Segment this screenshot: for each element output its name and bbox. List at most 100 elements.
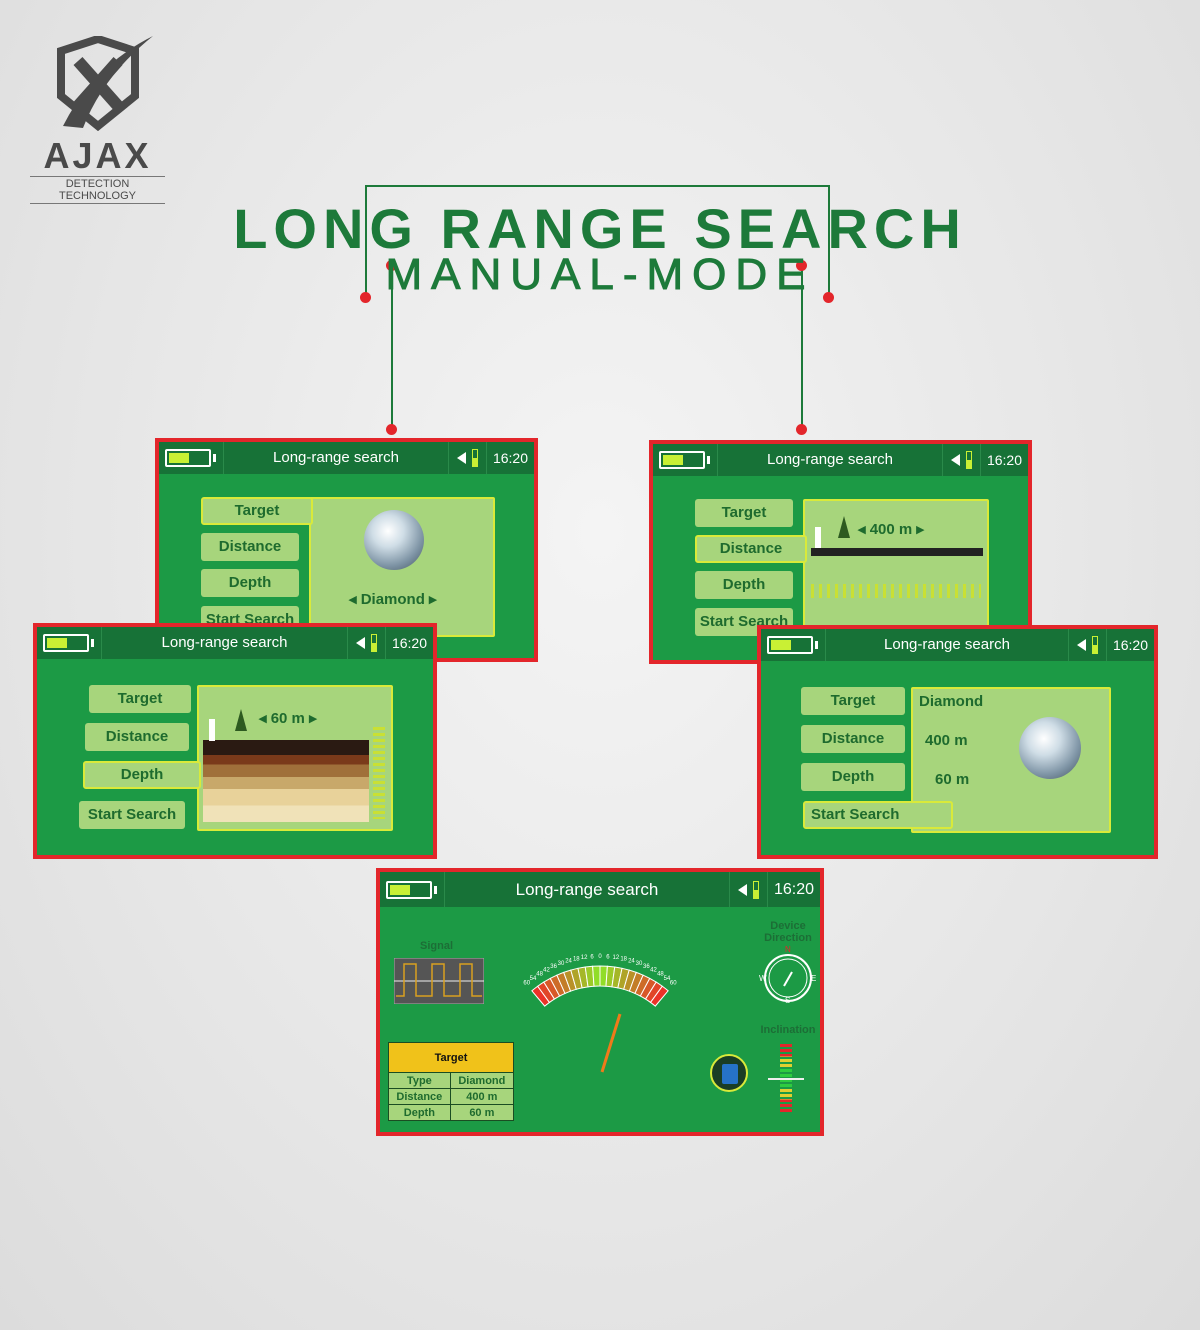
compass-s: S [785, 996, 790, 1004]
status-bar: Long-range search 16:20 [159, 442, 534, 474]
menu-target[interactable]: Target [201, 497, 313, 525]
connector-line [365, 185, 367, 295]
soil-layers [203, 740, 369, 822]
gauge-tick-label: 12 [613, 955, 620, 961]
gauge-tick-label: 42 [543, 967, 550, 973]
compass-w: W [759, 974, 767, 983]
screen-title: Long-range search [444, 872, 730, 907]
menu-depth[interactable]: Depth [83, 761, 201, 789]
table-header: Target [388, 1042, 514, 1073]
screen-summary: Long-range search 16:20 Target Distance D… [757, 625, 1158, 859]
connector-dot [386, 260, 397, 271]
menu-depth[interactable]: Depth [201, 569, 299, 597]
diamond-icon [1019, 717, 1081, 779]
clock: 16:20 [979, 444, 1028, 476]
connector-line [828, 185, 830, 295]
menu-target[interactable]: Target [695, 499, 793, 527]
summary-distance: 400 m [925, 732, 968, 749]
menu-distance[interactable]: Distance [695, 535, 807, 563]
gauge-tick-label: 36 [550, 964, 557, 970]
status-bar: Long-range search 16:20 [761, 629, 1154, 661]
gauge-tick-label: 6 [606, 954, 610, 960]
shield-x-icon [56, 34, 153, 132]
menu-distance[interactable]: Distance [85, 723, 189, 751]
connector-dot [796, 260, 807, 271]
tree-icon [838, 516, 850, 538]
compass-e: E [811, 974, 816, 983]
gauge-tick-label: 54 [530, 976, 537, 982]
table-cell: 400 m [449, 1088, 515, 1105]
compass-n: N [785, 945, 791, 954]
gauge-tick-label: 18 [620, 956, 627, 962]
table-cell: Type [388, 1072, 451, 1089]
speaker-icon[interactable] [355, 637, 365, 649]
clock: 16:20 [485, 442, 534, 474]
battery-icon [165, 449, 216, 467]
screen-title: Long-range search [717, 444, 943, 476]
target-value-text: Diamond [360, 591, 425, 608]
gauge-segment [649, 985, 669, 1007]
speaker-icon[interactable] [456, 452, 466, 464]
sd-card-icon [710, 1054, 748, 1092]
gauge-tick-label: 18 [573, 956, 580, 962]
gauge-tick-label: 24 [628, 958, 635, 964]
connector-line [801, 266, 803, 430]
gauge-tick-label: 30 [558, 961, 565, 967]
speaker-icon[interactable] [1076, 639, 1086, 651]
battery-icon [659, 451, 710, 469]
gauge-needle [600, 1013, 622, 1073]
status-bar: Long-range search 16:20 [653, 444, 1028, 476]
connector-line [391, 266, 393, 430]
tree-icon [235, 709, 247, 731]
gauge-tick-label: 48 [536, 971, 543, 977]
signal-icon [370, 634, 377, 652]
distance-value[interactable]: ◂ 400 m ▸ [858, 521, 924, 538]
connector-dot [823, 292, 834, 303]
gauge-tick-label: 24 [565, 958, 572, 964]
direction-label: Device Direction [764, 920, 812, 944]
depth-value-text: 60 m [270, 710, 305, 727]
menu-distance[interactable]: Distance [801, 725, 905, 753]
menu-target[interactable]: Target [801, 687, 905, 715]
gauge-tick-label: 54 [664, 976, 671, 982]
speaker-icon[interactable] [737, 883, 747, 896]
menu-target[interactable]: Target [89, 685, 191, 713]
menu-start-search[interactable]: Start Search [79, 801, 185, 829]
compass-icon: N E S W [759, 945, 816, 1004]
screen-title: Long-range search [825, 629, 1069, 661]
table-cell: Depth [388, 1104, 451, 1121]
brand-tagline: DETECTION TECHNOLOGY [30, 176, 165, 204]
menu-start-search[interactable]: Start Search [803, 801, 953, 829]
target-value[interactable]: ◂ Diamond ▸ [349, 591, 437, 608]
diamond-icon [364, 510, 424, 570]
menu-distance[interactable]: Distance [201, 533, 299, 561]
summary-target: Diamond [919, 693, 984, 710]
depth-value[interactable]: ◂ 60 m ▸ [259, 710, 317, 727]
connector-dot [386, 424, 397, 435]
signal-label: Signal [420, 940, 454, 952]
speaker-icon[interactable] [950, 454, 960, 466]
connector-dot [360, 292, 371, 303]
clock: 16:20 [384, 627, 433, 659]
gauge-tick-label: 60 [523, 981, 530, 987]
summary-depth: 60 m [935, 771, 970, 788]
page-subtitle: MANUAL-MODE [385, 250, 815, 300]
menu-depth[interactable]: Depth [695, 571, 793, 599]
battery-icon [386, 880, 437, 899]
gauge-tick-label: 36 [643, 964, 650, 970]
signal-icon [752, 880, 759, 899]
screen-title: Long-range search [223, 442, 449, 474]
clock: 16:20 [766, 872, 820, 907]
ground-line [811, 548, 983, 556]
gauge-tick-label: 60 [670, 981, 677, 987]
inclination-label: Inclination [760, 1024, 816, 1036]
signal-waveform [394, 958, 484, 1004]
page-title: LONG RANGE SEARCH [233, 197, 967, 260]
menu-depth[interactable]: Depth [801, 763, 905, 791]
clock: 16:20 [1105, 629, 1154, 661]
